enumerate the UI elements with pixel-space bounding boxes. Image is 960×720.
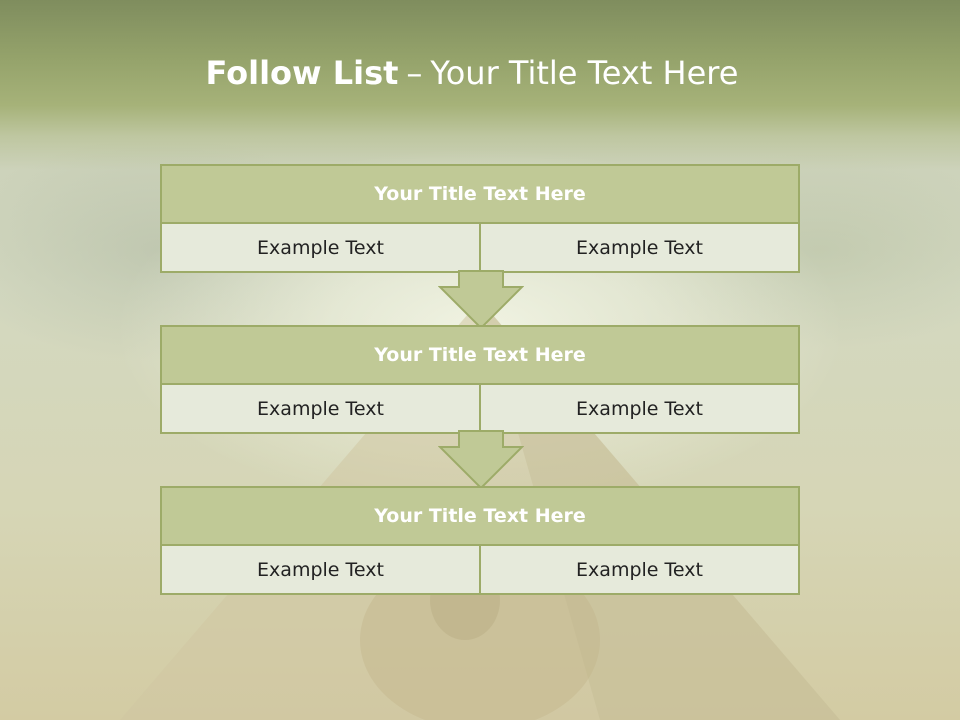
step-title: Your Title Text Here xyxy=(162,327,798,385)
step-title: Your Title Text Here xyxy=(162,488,798,546)
step-row: Example Text Example Text xyxy=(162,385,798,432)
header-band xyxy=(0,0,960,170)
title-rest: Your Title Text Here xyxy=(430,54,739,92)
step-row: Example Text Example Text xyxy=(162,224,798,271)
step-box-1: Your Title Text Here Example Text Exampl… xyxy=(160,164,800,273)
step-cell-left: Example Text xyxy=(162,224,479,271)
down-arrow-icon xyxy=(438,430,524,490)
title-separator: – xyxy=(406,54,423,92)
step-cell-right: Example Text xyxy=(479,224,798,271)
step-cell-right: Example Text xyxy=(479,546,798,593)
down-arrow-icon xyxy=(438,270,524,330)
step-box-2: Your Title Text Here Example Text Exampl… xyxy=(160,325,800,434)
step-cell-left: Example Text xyxy=(162,385,479,432)
step-cell-right: Example Text xyxy=(479,385,798,432)
step-box-3: Your Title Text Here Example Text Exampl… xyxy=(160,486,800,595)
step-row: Example Text Example Text xyxy=(162,546,798,593)
title-bold: Follow List xyxy=(205,54,399,92)
step-title: Your Title Text Here xyxy=(162,166,798,224)
slide-title: Follow List–Your Title Text Here xyxy=(0,54,944,92)
step-cell-left: Example Text xyxy=(162,546,479,593)
